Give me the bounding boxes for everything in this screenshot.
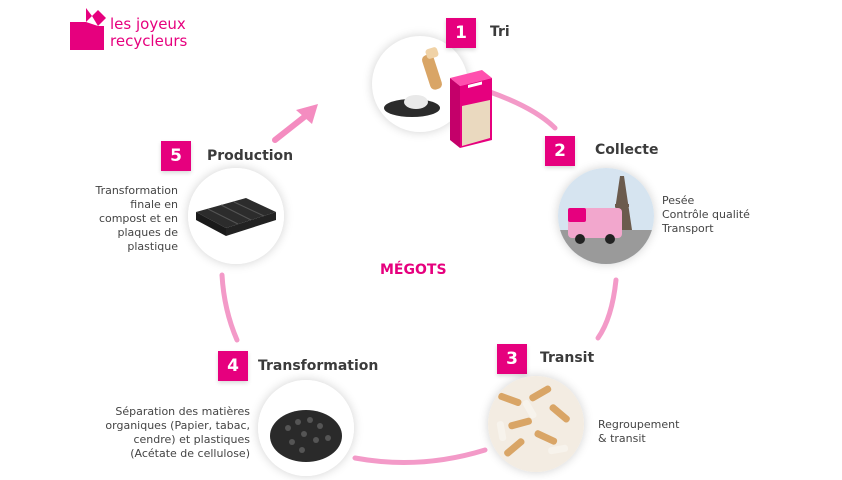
step-4-desc-line: cendre) et plastiques: [133, 433, 250, 446]
arc-collecte-transit: [595, 277, 619, 341]
step-5-desc-line: plaques de: [117, 226, 178, 239]
collection-bin-icon: [450, 70, 492, 148]
step-4-desc-line: organiques (Papier, tabac,: [105, 419, 250, 432]
step-3-number-badge: 3: [497, 344, 527, 374]
center-label: MÉGOTS: [380, 262, 447, 278]
step-3-desc-line: & transit: [598, 432, 646, 445]
step-4-title: Transformation: [258, 358, 379, 374]
step-5-number-badge: 5: [161, 141, 191, 171]
step-4-number-badge: 4: [218, 351, 248, 381]
step-5-image: [188, 168, 284, 264]
step-5-desc-line: plastique: [127, 240, 178, 253]
cigarette-butts-and-bin-icon: [384, 47, 442, 117]
brand-logo: les joyeux recycleurs: [68, 6, 208, 56]
step-3-image: [488, 376, 584, 472]
arc-transit-transformation: [352, 447, 488, 465]
step-3-description: Regroupement & transit: [598, 418, 679, 446]
step-2-number-badge: 2: [545, 136, 575, 166]
step-4-desc-line: (Acétate de cellulose): [130, 447, 250, 460]
step-1-title: Tri: [490, 24, 510, 40]
step-5-description: Transformation finale en compost et en p…: [95, 184, 178, 254]
step-2-image: [558, 168, 654, 264]
step-2-desc-line: Contrôle qualité: [662, 208, 750, 221]
step-5-desc-line: compost et en: [98, 212, 178, 225]
step-2-title: Collecte: [595, 142, 659, 158]
pile-of-cigarette-butts-icon: [488, 376, 584, 472]
arc-transformation-production: [219, 272, 240, 343]
plastic-pallet-icon: [188, 168, 284, 264]
logo-mark-icon: [70, 8, 106, 50]
brand-line-1: les joyeux: [110, 15, 186, 33]
step-5-desc-line: finale en: [130, 198, 178, 211]
step-2-desc-line: Pesée: [662, 194, 695, 207]
arrow-production-to-tri: [272, 104, 318, 143]
step-5-desc-line: Transformation: [95, 184, 178, 197]
step-4-image: [258, 380, 354, 476]
van-eiffel-tower-icon: [558, 168, 654, 264]
step-1-number-badge: 1: [446, 18, 476, 48]
brand-line-2: recycleurs: [110, 32, 188, 50]
step-3-desc-line: Regroupement: [598, 418, 680, 431]
arc-tri-collecte: [487, 89, 558, 131]
step-2-desc-line: Transport: [662, 222, 714, 235]
step-2-description: Pesée Contrôle qualité Transport: [662, 194, 750, 236]
step-3-title: Transit: [540, 350, 595, 366]
brand-name: les joyeux recycleurs: [110, 16, 187, 50]
plastic-pellets-icon: [258, 380, 354, 476]
step-4-description: Séparation des matières organiques (Papi…: [105, 405, 250, 461]
step-5-title: Production: [207, 148, 294, 164]
step-4-desc-line: Séparation des matières: [115, 405, 250, 418]
